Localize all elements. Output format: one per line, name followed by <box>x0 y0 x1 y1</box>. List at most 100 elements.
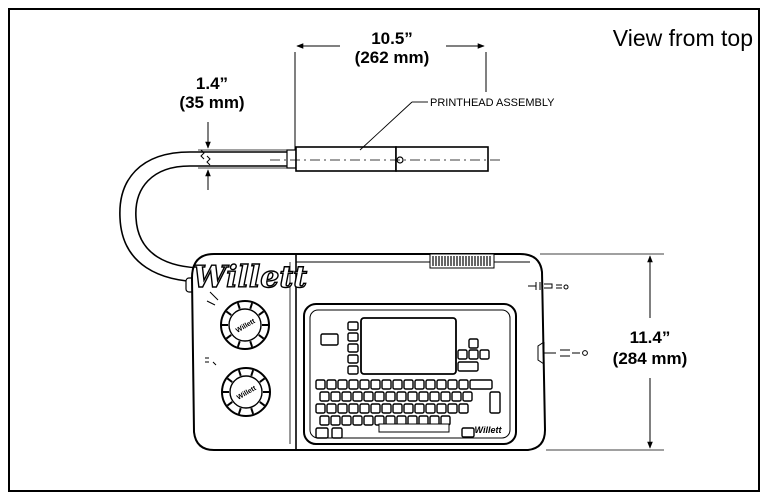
knob-grip-notch <box>226 377 233 383</box>
knob-grip-notch <box>250 407 255 415</box>
callout-leader <box>359 101 413 151</box>
knob-lower-grip <box>223 369 269 415</box>
keypad-key[interactable] <box>363 391 374 402</box>
keypad-key[interactable] <box>458 403 469 414</box>
keypad-key[interactable] <box>436 379 447 390</box>
knob-lower-arrow-icon <box>205 357 217 366</box>
space-bar[interactable] <box>378 423 450 433</box>
keypad-key[interactable] <box>392 379 403 390</box>
keypad-key[interactable] <box>457 361 479 372</box>
keypad-key[interactable] <box>347 321 359 331</box>
keypad-key[interactable] <box>414 379 425 390</box>
knob-grip-notch <box>259 377 266 383</box>
keypad-key[interactable] <box>462 391 473 402</box>
keypad-key[interactable] <box>359 379 370 390</box>
keypad-key[interactable] <box>320 333 339 346</box>
keypad-key[interactable] <box>315 427 329 439</box>
keypad-key[interactable] <box>347 332 359 342</box>
keypad-key[interactable] <box>330 391 341 402</box>
keypad-key[interactable] <box>326 379 337 390</box>
keypad-key[interactable] <box>403 379 414 390</box>
knob-upper[interactable]: Willett <box>206 291 270 350</box>
upper-port-icon <box>528 282 562 290</box>
knob-grip-notch <box>237 407 242 415</box>
keypad-key[interactable] <box>319 391 330 402</box>
keypad-key[interactable] <box>348 379 359 390</box>
keypad-key[interactable] <box>381 379 392 390</box>
keypad-key[interactable] <box>330 415 341 426</box>
vent-grille <box>429 253 495 269</box>
keypad-key[interactable] <box>414 403 425 414</box>
keypad-key[interactable] <box>489 391 501 414</box>
keypad-key[interactable] <box>359 403 370 414</box>
width-dimension: 10.5” (262 mm) <box>294 29 487 150</box>
keypad-key[interactable] <box>403 403 414 414</box>
keypad-key[interactable] <box>458 379 469 390</box>
keypad-key[interactable] <box>469 379 493 390</box>
keypad-key[interactable] <box>331 427 343 439</box>
knob-lower[interactable]: Willett <box>205 357 271 417</box>
keypad-key[interactable] <box>447 379 458 390</box>
keypad-key[interactable] <box>436 403 447 414</box>
width-mm: (262 mm) <box>355 48 430 67</box>
cable-inner <box>135 165 296 269</box>
keypad-key[interactable] <box>347 343 359 353</box>
keypad-key[interactable] <box>479 349 490 360</box>
diameter-inches: 1.4” <box>196 74 228 93</box>
keypad-key[interactable] <box>337 403 348 414</box>
view-label: View from top <box>613 25 753 51</box>
keypad-key[interactable] <box>337 379 348 390</box>
keypad-key[interactable] <box>468 338 479 349</box>
keyboard-keys[interactable] <box>315 379 501 439</box>
cable-break-mark-2 <box>206 155 211 166</box>
knob-grip-notch <box>225 334 232 340</box>
keypad-key[interactable] <box>447 403 458 414</box>
keypad-key[interactable] <box>451 391 462 402</box>
height-inches: 11.4” <box>630 328 671 347</box>
keypad-key[interactable] <box>347 354 359 364</box>
keypad-key[interactable] <box>341 391 352 402</box>
keypad-key[interactable] <box>418 391 429 402</box>
brand-logo: Willett <box>193 260 307 295</box>
keypad-key[interactable] <box>396 391 407 402</box>
keypad-key[interactable] <box>440 391 451 402</box>
callout-label: PRINTHEAD ASSEMBLY <box>430 97 555 109</box>
keypad-key[interactable] <box>457 349 468 360</box>
keypad-key[interactable] <box>407 391 418 402</box>
keypad-key[interactable] <box>326 403 337 414</box>
keypad-key[interactable] <box>370 403 381 414</box>
cable-outer <box>119 151 296 283</box>
keypad-key[interactable] <box>341 415 352 426</box>
height-dimension: 11.4” (284 mm) <box>540 253 687 451</box>
knob-grip-notch <box>236 340 241 348</box>
cable-break-mark <box>200 149 205 160</box>
diameter-dimension: 1.4” (35 mm) <box>179 74 296 190</box>
keypad-key[interactable] <box>315 379 326 390</box>
keypad-key[interactable] <box>352 391 363 402</box>
keypad-key[interactable] <box>352 415 363 426</box>
keypad-key[interactable] <box>363 415 374 426</box>
keypad-key[interactable] <box>461 427 475 438</box>
keypad-key[interactable] <box>315 403 326 414</box>
keypad-key[interactable] <box>392 403 403 414</box>
keypad-key[interactable] <box>370 379 381 390</box>
keypad-key[interactable] <box>374 391 385 402</box>
lcd-screen <box>360 317 457 375</box>
cable-ferrule <box>286 149 297 169</box>
keypad-key[interactable] <box>347 365 359 375</box>
keypad-key[interactable] <box>425 379 436 390</box>
keypad-key[interactable] <box>429 391 440 402</box>
keypad-key[interactable] <box>348 403 359 414</box>
keypad-key[interactable] <box>385 391 396 402</box>
keypad-key[interactable] <box>319 415 330 426</box>
keypad-key[interactable] <box>468 349 479 360</box>
keypad-key[interactable] <box>381 403 392 414</box>
soft-keys[interactable] <box>320 321 490 375</box>
keypad-key[interactable] <box>425 403 436 414</box>
knob-grip-notch <box>226 401 233 407</box>
diameter-mm: (35 mm) <box>179 93 244 112</box>
knob-grip-notch <box>249 302 254 310</box>
printhead-nozzle-section <box>395 146 489 172</box>
keypad-brand: Willett <box>475 425 503 435</box>
